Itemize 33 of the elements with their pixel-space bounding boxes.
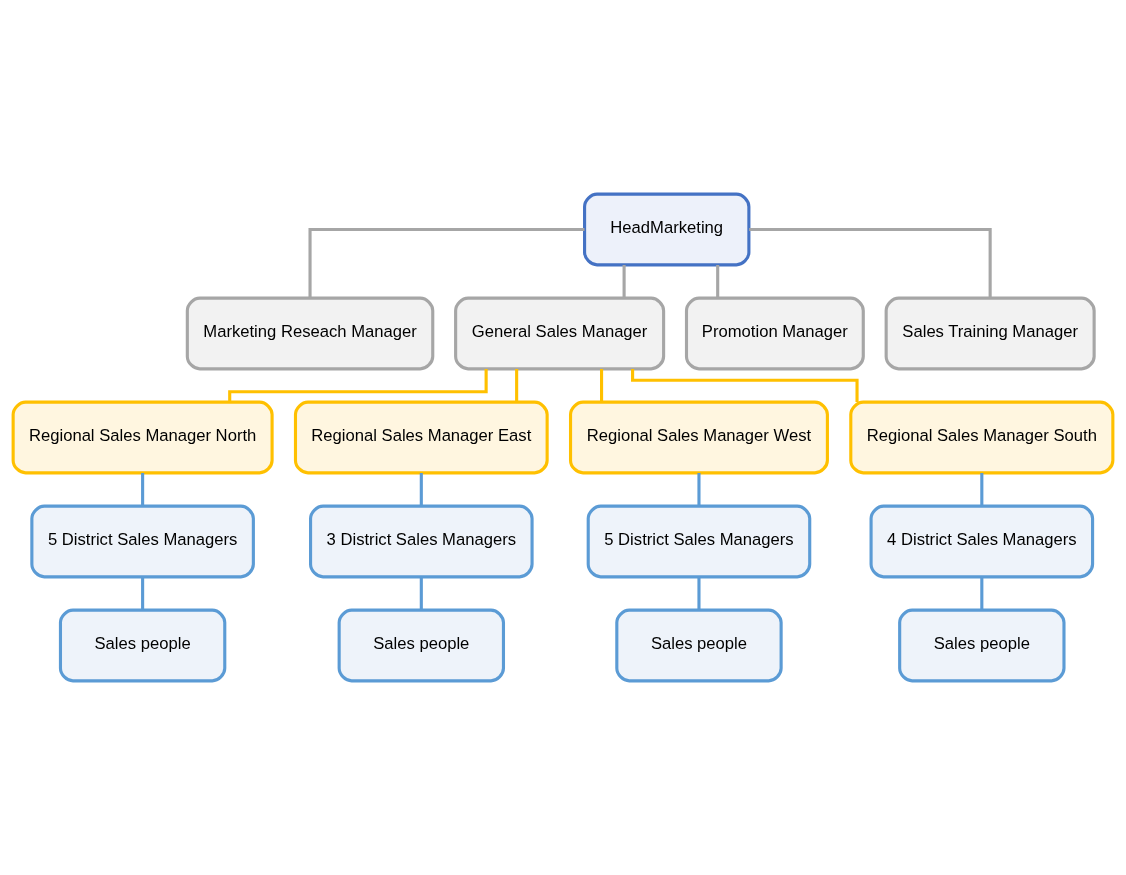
connector [697, 473, 701, 506]
node-box: 5 District Sales Managers [586, 504, 812, 579]
node-box: Regional Sales Manager West [569, 400, 829, 475]
connector [716, 265, 720, 298]
connector [419, 473, 423, 506]
connector [980, 473, 984, 506]
connector [141, 577, 145, 610]
node-box: Regional Sales Manager South [849, 400, 1115, 475]
connector [622, 265, 626, 298]
connector [631, 369, 859, 402]
connector [228, 369, 488, 402]
node-box: 3 District Sales Managers [309, 504, 534, 579]
node-box: Regional Sales Manager East [293, 400, 549, 475]
connector [749, 227, 992, 298]
node-box: Sales people [337, 608, 505, 683]
connector [308, 227, 585, 298]
node-box: General Sales Manager [454, 296, 666, 371]
node-box: Sales people [615, 608, 783, 683]
node-box: Sales Training Manager [884, 296, 1096, 371]
node-box: Regional Sales Manager North [11, 400, 274, 475]
connector [419, 577, 423, 610]
node-box: 5 District Sales Managers [30, 504, 255, 579]
connector [980, 577, 984, 610]
node-box: HeadMarketing [583, 192, 751, 267]
node-box: Promotion Manager [684, 296, 865, 371]
connector [141, 473, 145, 506]
connector [515, 369, 519, 402]
connector [600, 369, 604, 402]
node-box: Marketing Reseach Manager [185, 296, 435, 371]
node-box: 4 District Sales Managers [869, 504, 1095, 579]
connector [697, 577, 701, 610]
node-box: Sales people [58, 608, 227, 683]
node-box: Sales people [898, 608, 1066, 683]
